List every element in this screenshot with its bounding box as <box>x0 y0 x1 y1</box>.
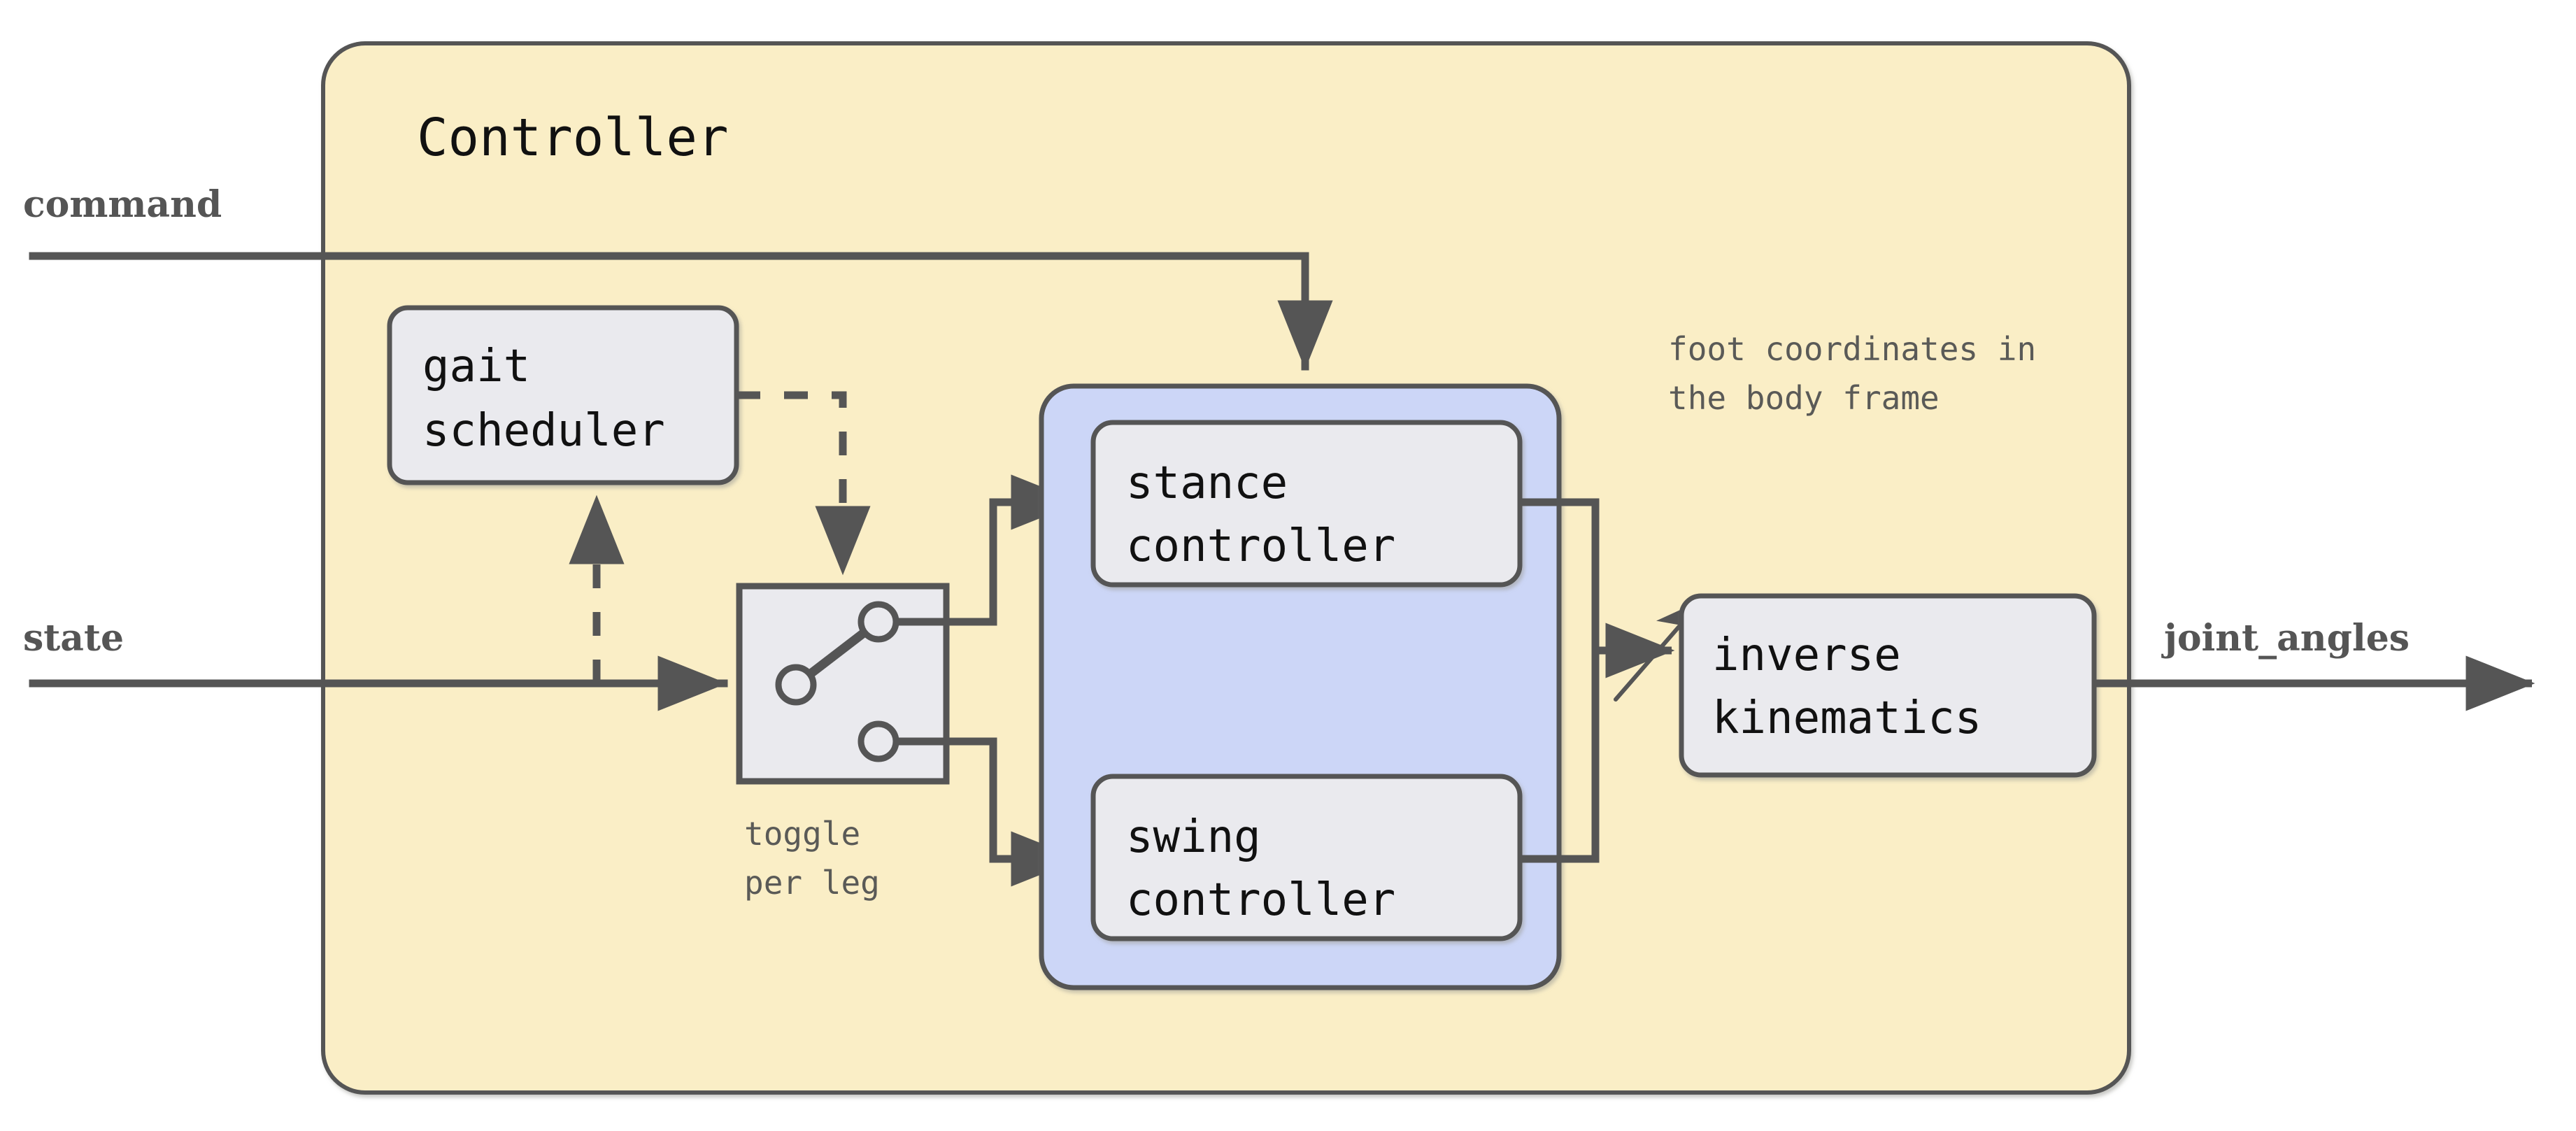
command-wire <box>29 252 1333 371</box>
stance-controller-label-line2: controller <box>1126 520 1395 572</box>
inverse-kinematics-block[interactable] <box>1679 593 2097 778</box>
gait-scheduler-label-line1: gait <box>422 341 530 392</box>
inverse-kinematics-label-line1: inverse <box>1712 629 1901 681</box>
swing-output-wire <box>1520 650 1600 863</box>
switch-to-stance-wire <box>896 474 1081 626</box>
gait-scheduler-label-line2: scheduler <box>422 405 665 457</box>
swing-controller-label-line1: swing <box>1126 811 1261 863</box>
swing-controller-label-line2: controller <box>1126 874 1395 926</box>
stance-controller-label-line1: stance <box>1126 457 1288 509</box>
page-title: Controller <box>417 108 729 168</box>
input-label-command: command <box>23 183 222 226</box>
toggle-switch-box[interactable] <box>736 583 950 785</box>
toggle-switch-caption-line1: toggle <box>744 815 860 853</box>
gait-scheduler-to-switch-wire <box>736 391 871 576</box>
toggle-switch-pole-terminal <box>775 664 817 706</box>
toggle-switch-stance-terminal <box>858 601 899 643</box>
toggle-switch-caption-line2: per leg <box>744 864 880 902</box>
toggle-switch-swing-terminal <box>858 720 899 762</box>
stance-output-wire <box>1520 498 1600 650</box>
output-label-joint-angles: joint_angles <box>2161 617 2410 660</box>
input-label-state: state <box>23 617 124 660</box>
foot-coordinates-note-line2: the body frame <box>1668 379 1940 417</box>
switch-to-swing-wire <box>896 737 1081 887</box>
foot-coordinates-note-line1: foot coordinates in <box>1668 330 2036 368</box>
inverse-kinematics-label-line2: kinematics <box>1712 692 1981 744</box>
